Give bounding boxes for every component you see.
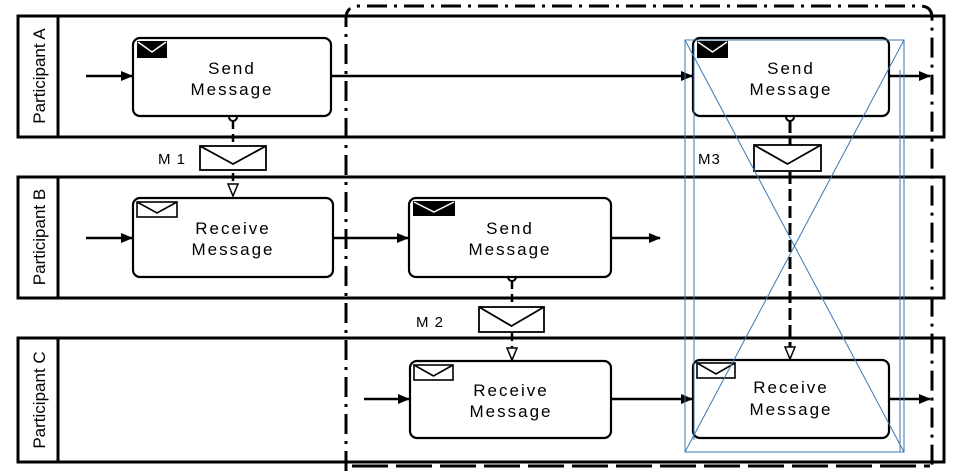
envelope-filled-icon (413, 201, 455, 216)
task-a-send-message-2[interactable]: Send Message (691, 36, 891, 118)
task-b-send-message[interactable]: Send Message (407, 196, 613, 279)
envelope-outline-icon (413, 364, 454, 381)
sequence-flows (86, 71, 931, 404)
cross-out-overlay (684, 39, 905, 453)
envelope-filled-icon (137, 41, 167, 58)
message-label-m3: M3 (698, 151, 721, 168)
message-m2: M 2 (416, 306, 545, 333)
task-a-send-message-1[interactable]: Send Message (131, 36, 333, 118)
pool-participant-c: Participant C (16, 336, 946, 464)
envelope-icon (753, 144, 822, 172)
group-boundary (344, 4, 934, 471)
task-label-line2: Message (191, 80, 274, 99)
envelope-icon (478, 306, 545, 333)
message-m3: M3 (698, 144, 822, 172)
task-label-line1: Receive (473, 381, 548, 400)
task-label-line1: Send (486, 219, 534, 238)
message-label-m1: M 1 (158, 151, 186, 168)
task-label-line2: Message (470, 402, 553, 421)
message-label-m2: M 2 (416, 314, 444, 331)
pool-participant-b: Participant B (16, 175, 946, 300)
task-label-line1: Send (208, 59, 256, 78)
pool-label-b: Participant B (30, 189, 49, 285)
task-c-receive-message-1[interactable]: Receive Message (408, 359, 613, 440)
pool-label-a: Participant A (30, 28, 49, 124)
task-label-line2: Message (469, 240, 552, 259)
task-label-line1: Receive (195, 219, 270, 238)
task-label-line1: Send (767, 59, 815, 78)
task-label-line1: Receive (753, 378, 828, 397)
envelope-filled-icon (697, 41, 728, 58)
task-label-line2: Message (750, 80, 833, 99)
envelope-outline-icon (136, 201, 178, 218)
message-m1: M 1 (158, 145, 267, 171)
envelope-outline-icon (696, 362, 736, 379)
pool-label-c: Participant C (30, 351, 49, 448)
pool-participant-a: Participant A (16, 14, 946, 139)
task-label-line2: Message (192, 240, 275, 259)
task-b-receive-message[interactable]: Receive Message (131, 196, 335, 279)
task-c-receive-message-2[interactable]: Receive Message (691, 358, 891, 440)
envelope-icon (199, 145, 267, 171)
task-label-line2: Message (750, 400, 833, 419)
